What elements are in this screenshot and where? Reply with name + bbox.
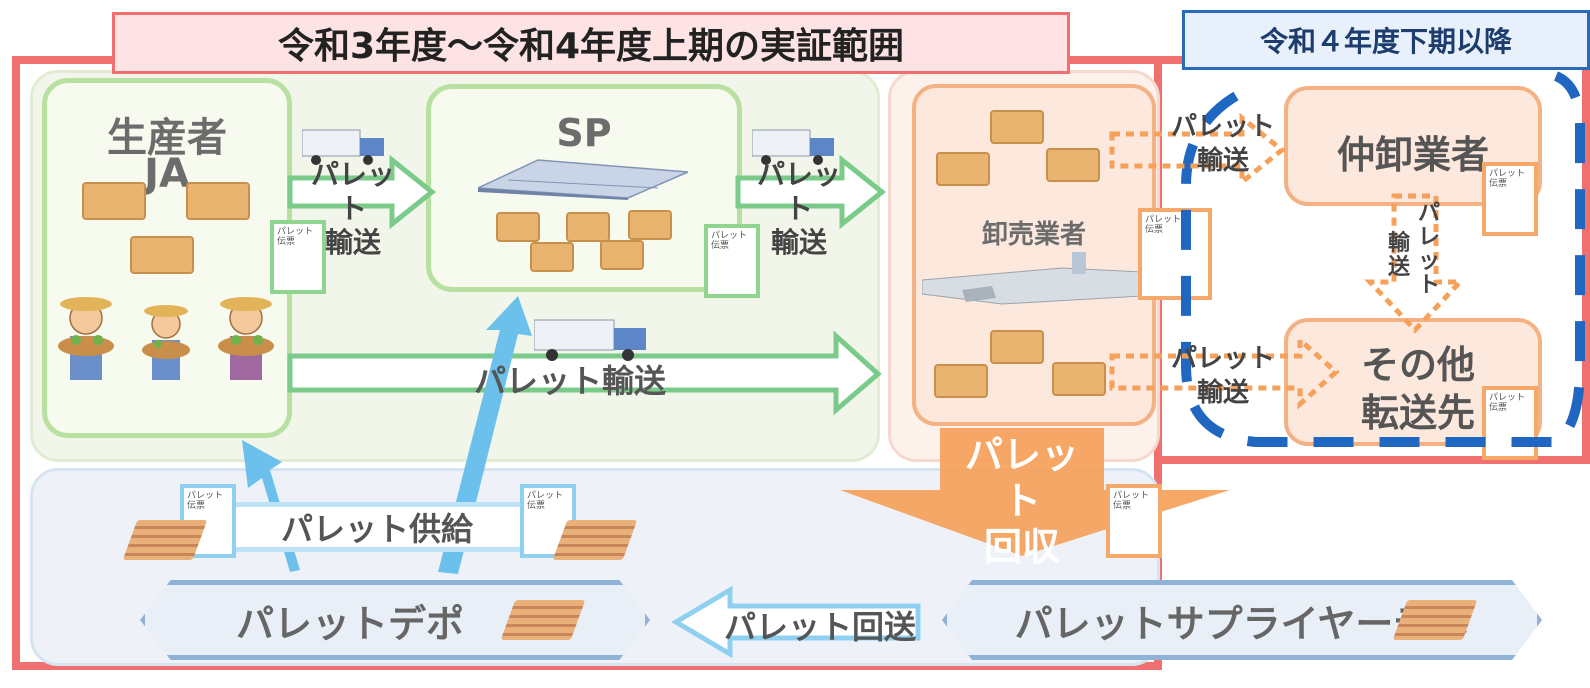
produce-box-icon — [934, 364, 988, 398]
transport-label-1: パレット 輸送 — [310, 158, 395, 259]
transport-label-long: パレット輸送 — [473, 362, 666, 400]
transport-label-r2-a: 輸 送 — [1387, 231, 1410, 280]
pallet-stack-icon — [552, 520, 638, 560]
produce-box-icon — [566, 212, 610, 242]
produce-box-icon — [628, 210, 672, 240]
pallet-stack-icon — [122, 520, 208, 560]
pallet-return-label: パレット回送 — [723, 608, 916, 646]
transport-label-2: パレット 輸送 — [756, 158, 841, 259]
sp-label: SP — [556, 111, 612, 155]
produce-box-icon — [530, 242, 574, 272]
intermediate-wholesaler-label: 仲卸業者 — [1336, 133, 1489, 177]
other-destination-label-2: 転送先 — [1360, 391, 1475, 435]
farmers-icon — [46, 290, 286, 390]
transport-label-r3: パレット 輸送 — [1170, 344, 1275, 408]
pallet-slip-icon: パレット伝票 — [1106, 484, 1162, 558]
produce-box-icon — [990, 110, 1044, 144]
produce-box-icon — [600, 240, 644, 270]
other-destination-label-1: その他 — [1360, 343, 1475, 387]
produce-box-icon — [1046, 148, 1100, 182]
produce-box-icon — [186, 182, 250, 220]
market-building-icon — [921, 250, 1143, 306]
pallet-slip-icon: パレット伝票 — [704, 224, 760, 298]
produce-box-icon — [990, 330, 1044, 364]
pallet-slip-icon: パレット伝票 — [1482, 162, 1538, 236]
recovery-label: パレット 回収 — [964, 433, 1079, 569]
green-transport-arrow — [287, 154, 887, 416]
produce-box-icon — [130, 236, 194, 274]
pallet-supply-label: パレット供給 — [212, 502, 542, 552]
pallet-depot-label: パレットデポ — [235, 601, 464, 646]
produce-box-icon — [496, 212, 540, 242]
later-scope-dashed-boundary — [1176, 66, 1590, 456]
produce-box-icon — [936, 152, 990, 186]
pallet-slip-icon: パレット伝票 — [270, 220, 326, 294]
ja-label: JA — [144, 151, 190, 197]
transport-label-r2-b: パ レ ッ ト — [1417, 201, 1440, 298]
warehouse-icon — [477, 150, 689, 200]
pallet-slip-icon: パレット伝票 — [1482, 386, 1538, 460]
truck-icon — [533, 318, 652, 366]
pallet-stack-icon — [1392, 600, 1478, 640]
pallet-stack-icon — [500, 600, 586, 640]
pallet-supplier-depot-node: パレットサプライヤーデポ — [942, 580, 1542, 660]
transport-label-r1: パレット 輸送 — [1170, 112, 1275, 176]
wholesaler-label: 卸売業者 — [981, 220, 1086, 250]
truck-icon — [751, 126, 838, 166]
produce-box-icon — [1052, 362, 1106, 396]
pallet-slip-icon: パレット伝票 — [1138, 208, 1212, 300]
later-scope-title: 令和４年度下期以降 — [1182, 10, 1590, 70]
scope-title: 令和3年度～令和4年度上期の実証範囲 — [112, 12, 1070, 74]
truck-icon — [301, 126, 388, 166]
produce-box-icon — [82, 182, 146, 220]
producer-label: 生産者 — [107, 115, 227, 161]
